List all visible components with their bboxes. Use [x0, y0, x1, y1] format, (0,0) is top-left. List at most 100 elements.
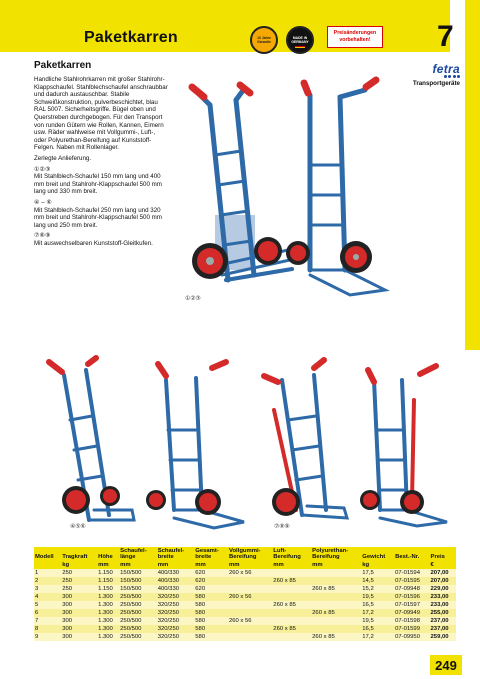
table-cell: 255,00 — [430, 610, 449, 617]
unit-cell: mm — [120, 561, 131, 568]
table-cell: 14,5 — [362, 578, 374, 585]
table-cell: 320/250 — [157, 602, 179, 609]
red-grip-icon — [46, 355, 99, 375]
column-header: Polyurethan- Bereifung — [312, 548, 349, 561]
table-cell — [228, 609, 272, 617]
red-grip-icon — [155, 359, 229, 379]
table-cell — [272, 585, 311, 593]
table-cell — [228, 625, 272, 633]
table-cell: 1.150 — [98, 586, 113, 593]
table-cell: 237,00 — [430, 626, 449, 633]
table-cell: 580 — [195, 626, 206, 633]
table-cell: 320/250 — [157, 626, 179, 633]
unit-cell: mm — [273, 561, 284, 568]
table-cell: 07-01595 — [395, 578, 420, 585]
table-cell: 1.300 — [98, 610, 113, 617]
description-paragraph: ⑦⑧⑨ Mit auswechselbaren Kunststoff-Gleit… — [34, 232, 153, 247]
table-cell: 1.300 — [98, 618, 113, 625]
table-cell: 260 x 85 — [273, 578, 296, 585]
red-grip-icon — [261, 357, 327, 385]
hand-truck-photo-models-4-6 — [46, 355, 245, 530]
photo-caption: ⑦⑧⑨ — [274, 524, 290, 530]
table-cell: 5 — [35, 602, 39, 609]
table-cell: 207,00 — [430, 570, 449, 577]
table-cell: 4 — [35, 594, 39, 601]
table-cell: 233,00 — [430, 594, 449, 601]
table-cell: 07-01597 — [395, 602, 420, 609]
column-header: Schaufel- länge — [120, 548, 147, 561]
table-cell: 250 — [62, 570, 73, 577]
table-cell: 16,5 — [362, 602, 374, 609]
red-grip-icon — [300, 76, 380, 97]
hand-truck-photo-models-7-9 — [261, 357, 448, 528]
table-cell — [311, 569, 361, 577]
table-cell: 250/500 — [120, 618, 142, 625]
table-cell — [272, 633, 311, 641]
table-cell: 400/330 — [157, 578, 179, 585]
description-paragraph: ④ – ⑥ Mit Stahlblech-Schaufel 250 mm lan… — [34, 198, 162, 229]
page-number: 249 — [430, 655, 462, 675]
table-cell: 2 — [35, 578, 39, 585]
unit-cell: mm — [195, 561, 206, 568]
table-cell: 260 x 85 — [312, 586, 335, 593]
hand-truck-side-view — [164, 376, 245, 530]
table-cell — [311, 577, 361, 585]
guarantee-seal-text: 10 Jahre Garantie — [257, 36, 271, 44]
wheel-icon — [360, 490, 424, 514]
table-cell — [311, 601, 361, 609]
table-cell: 260 x 56 — [228, 618, 252, 625]
table-cell: 17,5 — [362, 570, 374, 577]
table-cell: 620 — [195, 586, 206, 593]
table-cell: 300 — [62, 610, 73, 617]
table-cell: 1.300 — [98, 626, 113, 633]
made-in-germany-text: MADE IN GERMANY — [291, 36, 309, 44]
table-unit-row: kg mm mm mm mm mm mm mm kg € — [34, 560, 456, 570]
table-cell — [311, 617, 361, 625]
column-header: Gewicht — [362, 554, 386, 561]
photo-caption: ④⑤⑥ — [70, 524, 86, 530]
table-cell — [228, 585, 272, 593]
table-cell: 580 — [195, 594, 206, 601]
brand-dots-icon — [404, 75, 460, 78]
table-cell: 1.300 — [98, 594, 113, 601]
table-cell: 400/330 — [157, 586, 179, 593]
hand-truck-photo-models-1-3 — [188, 76, 390, 297]
table-cell — [311, 625, 361, 633]
price-change-notice: Preisänderungen vorbehalten! — [327, 26, 383, 48]
table-cell: 320/250 — [157, 594, 179, 601]
table-cell: 320/250 — [157, 634, 179, 641]
description-paragraph: Handliche Stahlrohrkarren mit großer Sta… — [34, 76, 168, 152]
unit-cell: mm — [312, 561, 323, 568]
description-paragraph: ①②③ Mit Stahlblech-Schaufel 150 mm lang … — [34, 165, 162, 196]
table-cell: 580 — [195, 602, 206, 609]
table-cell: 3 — [35, 586, 39, 593]
red-grip-icon — [188, 81, 254, 101]
column-header: Schaufel- breite — [157, 548, 185, 561]
table-cell: 260 x 85 — [273, 626, 296, 633]
table-cell: 260 x 56 — [228, 570, 252, 577]
table-cell: 580 — [195, 610, 206, 617]
table-cell: 580 — [195, 618, 206, 625]
table-cell: 260 x 56 — [228, 594, 252, 601]
table-cell — [311, 593, 361, 601]
page-title: Paketkarren — [84, 29, 178, 46]
chapter-number: 7 — [437, 20, 454, 53]
table-cell: 250/500 — [120, 602, 142, 609]
table-cell: 9 — [35, 634, 39, 641]
red-grip-icon — [365, 363, 439, 385]
table-header-row: Modell Tragkraft Höhe Schaufel- länge Sc… — [34, 547, 456, 561]
wheel-icon — [286, 241, 372, 273]
table-cell — [272, 609, 311, 617]
table-cell: 259,00 — [430, 634, 449, 641]
table-cell: 260 x 85 — [312, 610, 335, 617]
table-cell — [272, 617, 311, 625]
table-cell: 17,2 — [362, 634, 374, 641]
table-cell: 07-01594 — [395, 570, 420, 577]
column-header: Modell — [35, 554, 54, 561]
table-cell: 233,00 — [430, 602, 449, 609]
table-cell: 400/330 — [157, 570, 179, 577]
